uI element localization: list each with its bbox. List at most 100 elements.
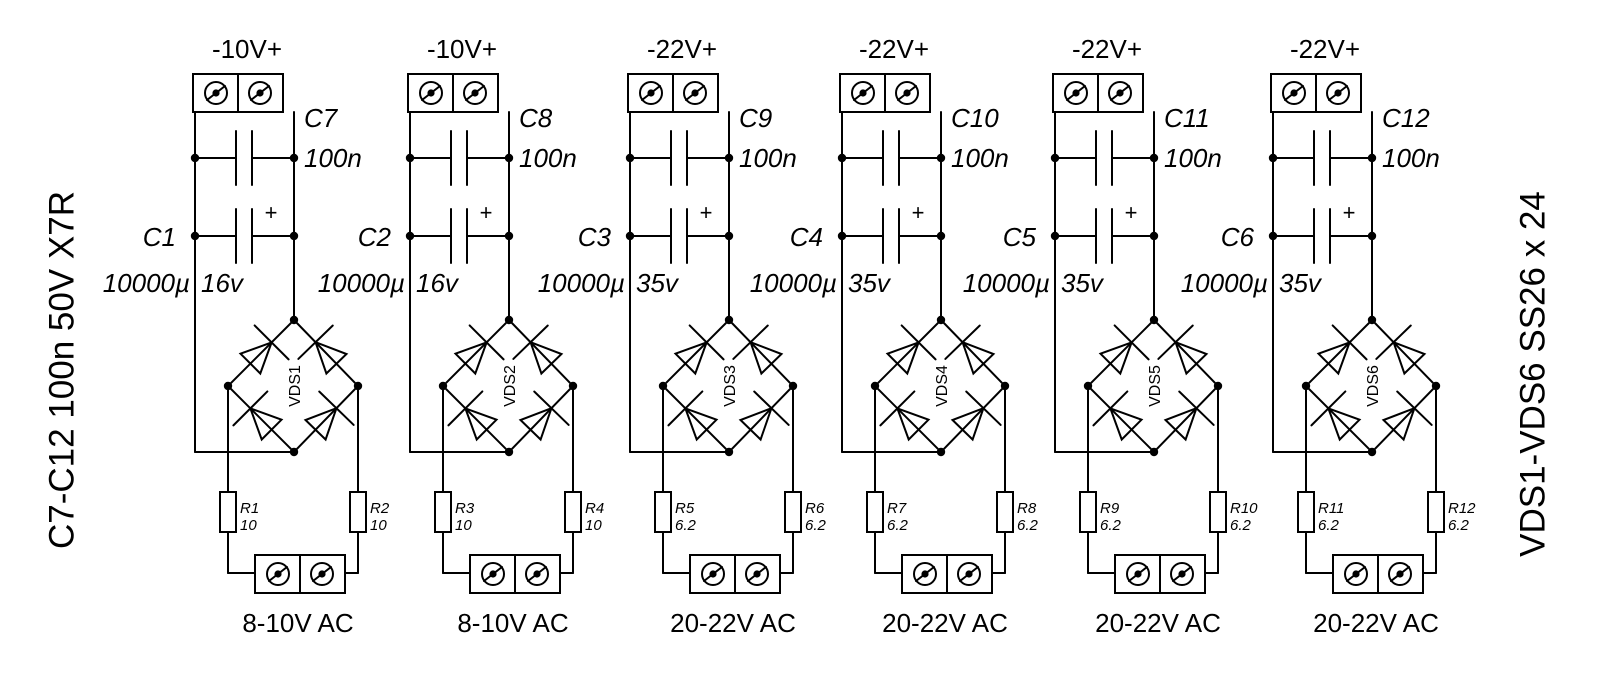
screw-terminal-icon [1108, 81, 1132, 105]
diode-anode-triangle [303, 406, 339, 442]
diode-symbol [232, 390, 284, 442]
diode-symbol [1316, 324, 1368, 376]
junction-dot [1268, 153, 1278, 163]
screw-terminal-icon [525, 562, 549, 586]
ac-input-label: 20-22V AC [670, 608, 796, 638]
screw-slot [527, 566, 547, 582]
dc-output-terminal [627, 73, 719, 113]
resistor-left-ref: R7 [887, 500, 907, 517]
ac-input-terminal [901, 554, 993, 594]
screw-slot [685, 85, 705, 101]
screw-terminal-icon [204, 81, 228, 105]
cap-bulk-value: 10000µ [1181, 268, 1268, 298]
junction-dot [289, 231, 299, 241]
diode-anode-triangle [528, 340, 564, 376]
resistor-left [1297, 491, 1315, 533]
diode-anode-triangle [1108, 406, 1144, 442]
cap-bulk-value: 10000µ [750, 268, 837, 298]
diode-symbol [1092, 390, 1144, 442]
polarity-plus: + [700, 200, 713, 225]
cap-bulk-voltage: 16v [416, 268, 460, 298]
cap-small-value: 100n [1382, 143, 1440, 173]
diode-cathode-bar [667, 390, 704, 427]
cap-bulk-voltage: 35v [1061, 268, 1105, 298]
diode-anode-triangle [673, 340, 709, 376]
diode-symbol [1375, 324, 1427, 376]
diode-anode-triangle [738, 406, 774, 442]
junction-dot [837, 231, 847, 241]
cap-bulk-voltage: 35v [848, 268, 892, 298]
screw-slot [250, 85, 270, 101]
screw-slot [747, 566, 767, 582]
diode-cathode-bar [1310, 390, 1347, 427]
diode-symbol [1310, 390, 1362, 442]
diode-symbol [732, 324, 784, 376]
screw-terminal-icon [1170, 562, 1194, 586]
junction-dot [1367, 315, 1377, 325]
junction-dot [625, 153, 635, 163]
cap-bulk-ref: C5 [1003, 222, 1037, 252]
cap-bulk-value: 10000µ [963, 268, 1050, 298]
screw-terminal-icon [1064, 81, 1088, 105]
diode-anode-triangle [1381, 406, 1417, 442]
polarity-plus: + [1343, 200, 1356, 225]
resistor-right-ref: R6 [805, 500, 825, 517]
diode-anode-triangle [950, 406, 986, 442]
resistor-right-value: 6.2 [1230, 517, 1252, 534]
junction-dot [289, 315, 299, 325]
bridge-ref: VDS2 [502, 365, 519, 407]
resistor-left-value: 6.2 [675, 517, 697, 534]
resistor-left-ref: R11 [1318, 500, 1344, 517]
diode-symbol [950, 390, 1002, 442]
screw-terminal-icon [1282, 81, 1306, 105]
screw-terminal-icon [895, 81, 919, 105]
dc-output-terminal [1270, 73, 1362, 113]
resistor-right [349, 491, 367, 533]
polarity-plus: + [912, 200, 925, 225]
junction-dot [504, 315, 514, 325]
diode-cathode-bar [732, 324, 769, 360]
junction-dot [625, 231, 635, 241]
ac-input-label: 20-22V AC [882, 608, 1008, 638]
junction-dot [1367, 153, 1377, 163]
right-side-note: VDS1-VDS6 SS26 x 24 [1513, 191, 1552, 557]
cap-bulk-value: 10000µ [538, 268, 625, 298]
junction-dot [724, 153, 734, 163]
resistor-left [434, 491, 452, 533]
ac-input-terminal [689, 554, 781, 594]
cap-bulk-value: 10000µ [318, 268, 405, 298]
resistor-right-value: 6.2 [805, 517, 827, 534]
bridge-ref: VDS5 [1147, 365, 1164, 407]
diode-anode-triangle [748, 340, 784, 376]
junction-dot [837, 153, 847, 163]
dc-output-terminal [407, 73, 499, 113]
diode-anode-triangle [1173, 340, 1209, 376]
screw-slot [421, 85, 441, 101]
resistor-left-ref: R1 [240, 500, 259, 517]
diode-cathode-bar [879, 390, 916, 427]
resistor-left-value: 6.2 [1318, 517, 1340, 534]
cap-small-value: 100n [1164, 143, 1222, 173]
screw-terminal-icon [463, 81, 487, 105]
screw-terminal-icon [957, 562, 981, 586]
resistor-right [1427, 491, 1445, 533]
diode-anode-triangle [463, 406, 499, 442]
resistor-right-value: 10 [585, 517, 602, 534]
screw-terminal-icon [1126, 562, 1150, 586]
screw-slot [1128, 566, 1148, 582]
cap-small-ref: C12 [1382, 103, 1430, 133]
diode-anode-triangle [1316, 340, 1352, 376]
diode-symbol [1157, 324, 1209, 376]
dc-output-terminal [839, 73, 931, 113]
screw-terminal-icon [1326, 81, 1350, 105]
resistor-right [996, 491, 1014, 533]
ac-input-label: 20-22V AC [1095, 608, 1221, 638]
resistor-right [784, 491, 802, 533]
screw-slot [268, 566, 288, 582]
ac-input-terminal [469, 554, 561, 594]
cap-bulk-ref: C3 [578, 222, 612, 252]
diode-cathode-bar [232, 390, 269, 427]
